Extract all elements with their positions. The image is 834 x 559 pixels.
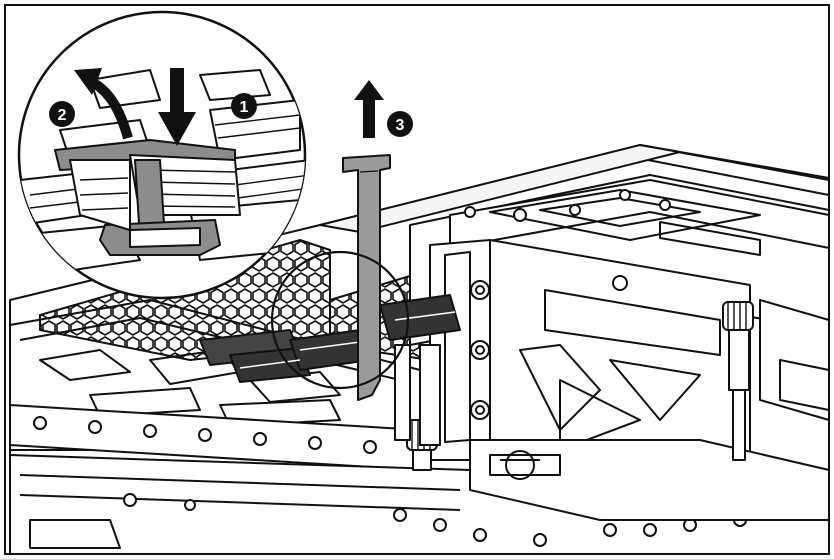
latch-highlight-circle: [270, 250, 410, 390]
server-chassis: [9, 144, 830, 555]
step-2-label: 2: [58, 107, 67, 124]
step-3-badge: 3: [387, 111, 413, 137]
step-1-badge: 1: [231, 93, 257, 119]
thumbscrew-right: [722, 301, 754, 461]
step-1-label: 1: [240, 99, 249, 116]
step-3-label: 3: [396, 117, 405, 134]
lift-up-arrow-icon: [354, 80, 384, 138]
press-down-arrow-icon: [158, 68, 196, 146]
rotate-latch-arrow-icon: [74, 68, 133, 140]
expansion-card-bracket: [342, 154, 391, 401]
step-2-badge: 2: [49, 101, 75, 127]
latch-detail-inset: [17, 10, 307, 300]
